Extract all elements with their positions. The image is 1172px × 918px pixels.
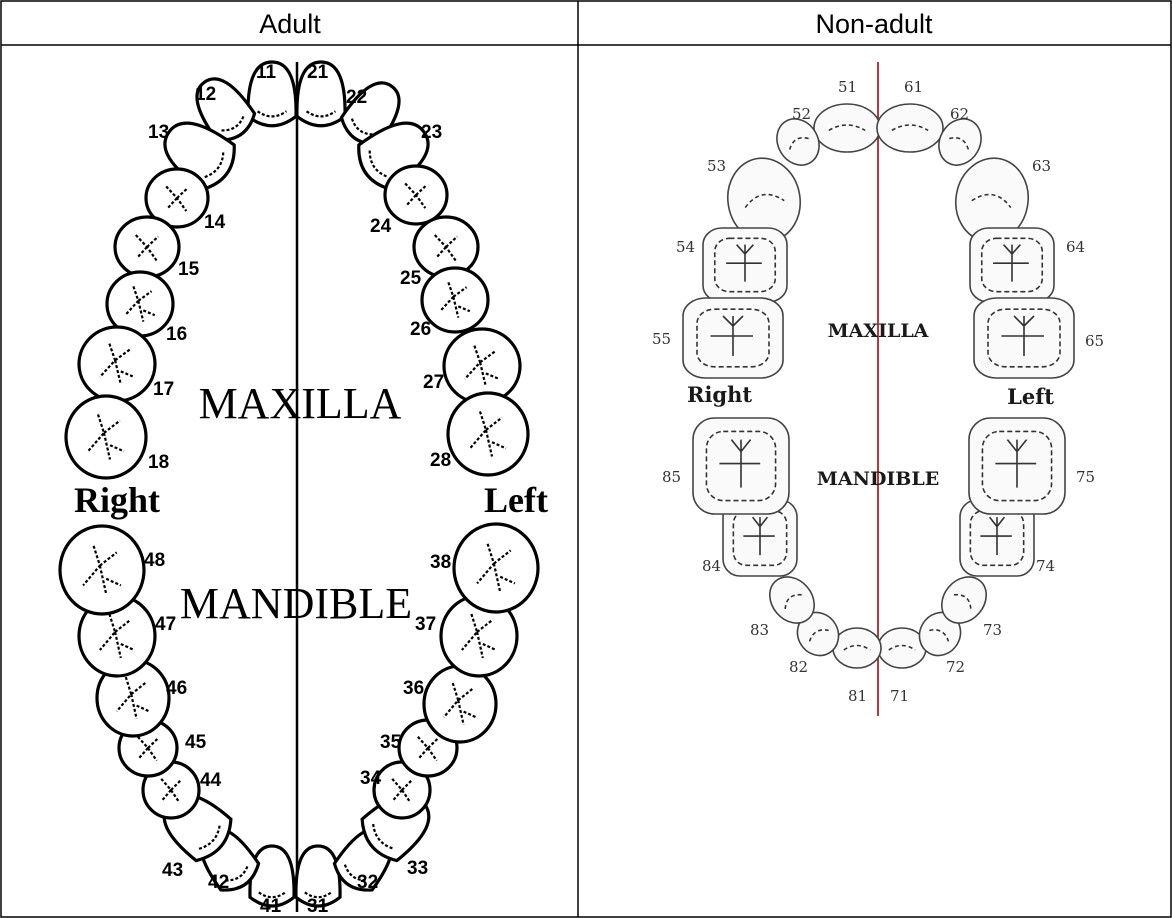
non-adult-tooth-62[interactable] <box>931 111 990 173</box>
adult-tooth-11[interactable] <box>246 60 298 128</box>
tooth-number-41: 41 <box>260 896 282 917</box>
non-adult-tooth-64[interactable] <box>969 227 1055 303</box>
tooth-number-21: 21 <box>307 62 329 83</box>
tooth-number-81: 81 <box>848 687 867 705</box>
non-adult-maxilla-label: MAXILLA <box>828 320 929 342</box>
adult-tooth-12[interactable] <box>186 69 260 148</box>
non-adult-tooth-65[interactable] <box>973 297 1075 379</box>
tooth-number-35: 35 <box>380 732 402 753</box>
non-adult-right-label: Right <box>687 382 752 407</box>
tooth-number-36: 36 <box>403 678 424 699</box>
tooth-number-54: 54 <box>676 238 695 256</box>
adult-tooth-38[interactable] <box>452 522 540 614</box>
tooth-number-42: 42 <box>208 872 229 893</box>
adult-right-label: Right <box>74 480 160 520</box>
non-adult-tooth-75[interactable] <box>968 417 1066 515</box>
tooth-number-22: 22 <box>346 87 367 108</box>
tooth-number-15: 15 <box>178 259 200 280</box>
tooth-number-17: 17 <box>153 379 174 400</box>
tooth-number-26: 26 <box>410 319 431 340</box>
tooth-number-13: 13 <box>148 122 169 143</box>
tooth-number-11: 11 <box>256 62 277 83</box>
tooth-number-61: 61 <box>904 78 923 96</box>
tooth-number-16: 16 <box>166 324 187 345</box>
tooth-number-63: 63 <box>1032 157 1051 175</box>
tooth-number-34: 34 <box>360 768 382 789</box>
tooth-number-12: 12 <box>195 84 216 105</box>
non-adult-tooth-52[interactable] <box>769 111 828 173</box>
non-adult-tooth-61[interactable] <box>876 103 944 153</box>
tooth-number-31: 31 <box>307 896 329 917</box>
non-adult-tooth-73[interactable] <box>933 568 996 632</box>
tooth-number-62: 62 <box>950 105 969 123</box>
tooth-number-27: 27 <box>423 372 444 393</box>
tooth-number-14: 14 <box>204 212 226 233</box>
tooth-number-52: 52 <box>792 105 811 123</box>
adult-tooth-21[interactable] <box>295 60 347 128</box>
tooth-number-48: 48 <box>144 550 165 571</box>
tooth-number-72: 72 <box>946 658 965 676</box>
tooth-number-74: 74 <box>1036 557 1055 575</box>
tooth-number-18: 18 <box>148 452 169 473</box>
non-adult-mandible-label: MANDIBLE <box>817 468 939 490</box>
tooth-number-47: 47 <box>155 614 176 635</box>
tooth-number-83: 83 <box>750 621 769 639</box>
adult-teeth <box>58 60 540 908</box>
adult-tooth-14[interactable] <box>144 167 210 229</box>
non-adult-chart: 51 52 53 54 55 61 62 63 64 65 71 72 73 7… <box>652 62 1104 716</box>
tooth-number-73: 73 <box>983 621 1002 639</box>
tooth-number-38: 38 <box>430 552 451 573</box>
tooth-number-84: 84 <box>702 557 721 575</box>
tooth-number-33: 33 <box>407 858 428 879</box>
header-adult: Adult <box>259 9 321 39</box>
adult-tooth-31[interactable] <box>294 844 342 908</box>
tooth-number-82: 82 <box>789 658 808 676</box>
non-adult-tooth-numbers: 51 52 53 54 55 61 62 63 64 65 71 72 73 7… <box>652 78 1104 705</box>
non-adult-tooth-51[interactable] <box>813 103 881 153</box>
tooth-number-44: 44 <box>200 770 222 791</box>
tooth-number-46: 46 <box>166 678 187 699</box>
adult-tooth-15[interactable] <box>113 215 181 279</box>
adult-tooth-28[interactable] <box>446 391 530 477</box>
tooth-number-24: 24 <box>370 216 392 237</box>
tooth-number-28: 28 <box>430 450 451 471</box>
adult-tooth-24[interactable] <box>383 164 449 226</box>
adult-tooth-17[interactable] <box>77 325 157 403</box>
tooth-number-75: 75 <box>1076 468 1095 486</box>
non-adult-tooth-54[interactable] <box>702 227 788 303</box>
tooth-number-71: 71 <box>890 687 909 705</box>
non-adult-tooth-83[interactable] <box>761 568 824 632</box>
tooth-number-37: 37 <box>415 614 436 635</box>
adult-tooth-26[interactable] <box>420 266 490 334</box>
adult-tooth-36[interactable] <box>422 664 498 744</box>
non-adult-tooth-55[interactable] <box>682 297 784 379</box>
header-non-adult: Non-adult <box>815 9 933 39</box>
tooth-number-53: 53 <box>707 157 726 175</box>
non-adult-tooth-85[interactable] <box>692 417 790 515</box>
tooth-number-45: 45 <box>185 732 207 753</box>
tooth-number-55: 55 <box>652 330 671 348</box>
adult-maxilla-label: MAXILLA <box>199 379 402 428</box>
non-adult-tooth-81[interactable] <box>832 627 882 669</box>
non-adult-left-label: Left <box>1007 384 1054 409</box>
tooth-number-64: 64 <box>1066 238 1085 256</box>
tooth-number-43: 43 <box>162 860 183 881</box>
tooth-number-65: 65 <box>1085 332 1104 350</box>
adult-tooth-18[interactable] <box>64 394 148 480</box>
tooth-number-51: 51 <box>838 78 857 96</box>
non-adult-teeth <box>682 103 1075 669</box>
tooth-number-25: 25 <box>400 268 422 289</box>
adult-mandible-label: MANDIBLE <box>180 579 412 628</box>
tooth-number-32: 32 <box>357 872 378 893</box>
adult-tooth-numbers: 11 12 13 14 15 16 17 18 21 22 23 24 25 2… <box>144 62 451 917</box>
tooth-number-85: 85 <box>662 468 681 486</box>
adult-chart: 11 12 13 14 15 16 17 18 21 22 23 24 25 2… <box>58 60 548 917</box>
tooth-number-23: 23 <box>421 122 442 143</box>
adult-tooth-48[interactable] <box>58 524 146 616</box>
adult-left-label: Left <box>484 480 548 520</box>
